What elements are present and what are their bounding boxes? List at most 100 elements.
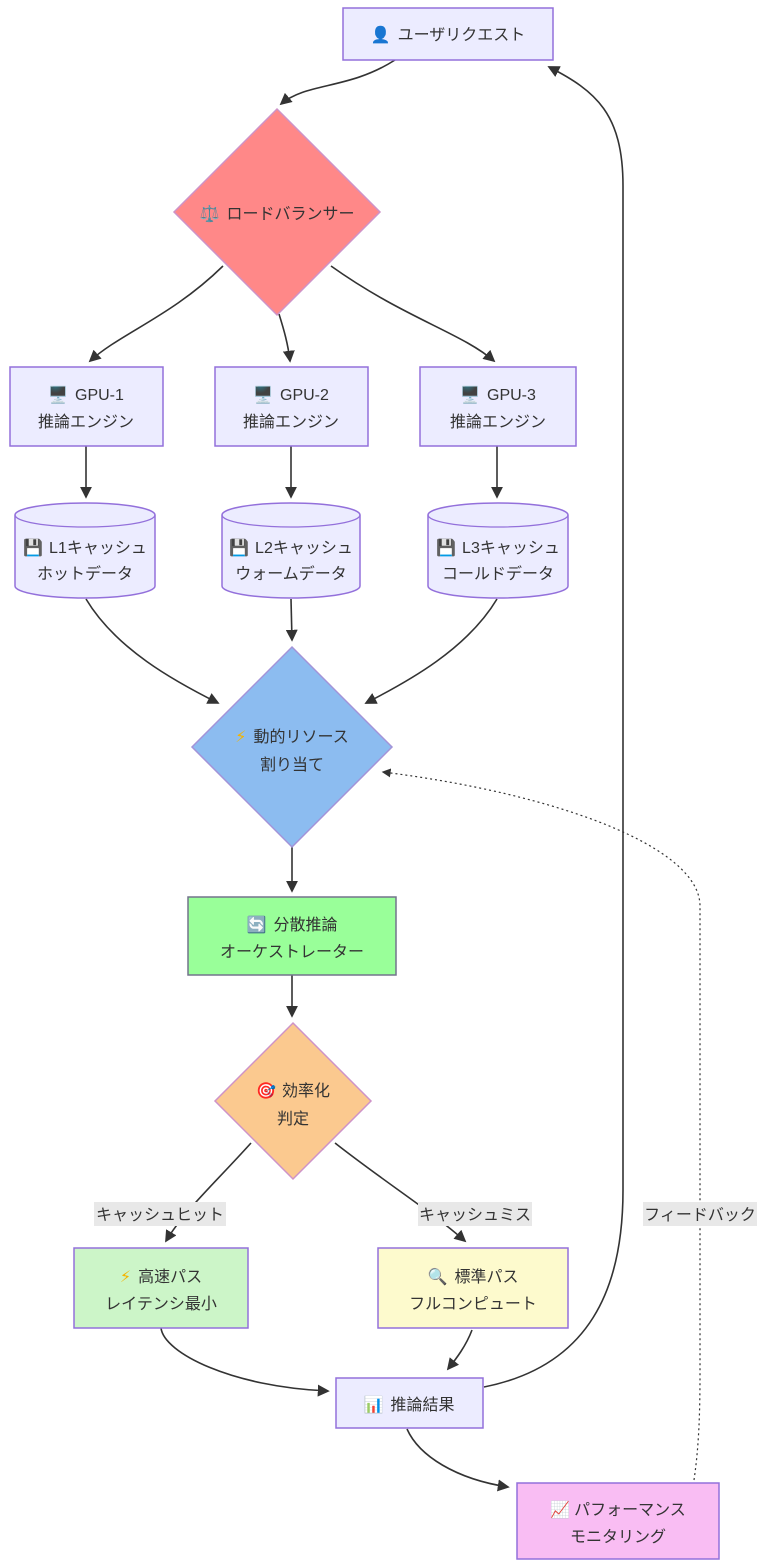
- node-gpu3: 🖥️GPU-3 推論エンジン: [419, 366, 577, 447]
- node-gpu1: 🖥️GPU-1 推論エンジン: [9, 366, 164, 447]
- node-load-balancer-shape: [172, 107, 382, 317]
- node-efficiency: 🎯効率化 判定: [213, 1021, 373, 1181]
- node-l2-cache-shape: [221, 502, 361, 599]
- node-load-balancer: ⚖️ロードバランサー: [172, 107, 382, 317]
- floppy-disk-icon: 💾: [23, 538, 43, 557]
- node-l1-cache-shape: [14, 502, 156, 599]
- node-l3-cache: 💾L3キャッシュ コールドデータ: [427, 502, 569, 599]
- node-std-path-line1: 🔍標準パス: [428, 1266, 519, 1286]
- edge-loadbalancer-to-gpu3: [330, 265, 496, 363]
- node-l3-cache-rim: [427, 514, 569, 528]
- node-gpu3-shape: [419, 366, 577, 447]
- node-perf-monitor-line2: モニタリング: [570, 1528, 666, 1546]
- node-gpu1-line1: 🖥️GPU-1: [48, 385, 124, 404]
- node-fast-path-shape: [73, 1247, 249, 1329]
- node-fast-path-line2: レイテンシ最小: [105, 1295, 217, 1313]
- arrows-cycle-icon: 🔄: [247, 915, 267, 934]
- edge-label-bg: [418, 1202, 532, 1226]
- edge-label-text: キャッシュヒット: [96, 1207, 224, 1224]
- node-result-label: 📊推論結果: [364, 1395, 455, 1414]
- node-perf-monitor: 📈パフォーマンス モニタリング: [516, 1482, 720, 1560]
- node-fast-path-line1: ⚡高速パス: [120, 1268, 202, 1286]
- edge-label-cache-hit: キャッシュヒット: [94, 1202, 226, 1226]
- edge-l2-to-resource: [285, 598, 298, 642]
- magnifier-icon: 🔍: [428, 1266, 448, 1286]
- node-resource-alloc-shape: [190, 645, 394, 849]
- edge-perfmonitor-to-resource-feedback: [381, 768, 701, 1481]
- node-l1-cache-rim: [14, 514, 156, 528]
- edge-efficiency-to-fastpath: [165, 1142, 252, 1243]
- monitor-icon: 🖥️: [460, 385, 480, 404]
- node-gpu3-line1: 🖥️GPU-3: [460, 385, 536, 404]
- edge-loadbalancer-to-gpu2: [278, 313, 295, 363]
- node-std-path-line2: フルコンピュート: [409, 1296, 537, 1313]
- node-resource-alloc-line2: 割り当て: [260, 756, 324, 774]
- node-orchestrator-shape: [187, 896, 397, 976]
- node-result-shape: [335, 1377, 484, 1429]
- bar-chart-icon: 📊: [364, 1395, 384, 1414]
- node-l2-cache-rim: [221, 514, 361, 528]
- edge-l3-to-resource: [364, 598, 498, 704]
- monitor-icon: 🖥️: [253, 385, 273, 404]
- edge-fastpath-to-result: [160, 1327, 330, 1397]
- node-load-balancer-label: ⚖️ロードバランサー: [200, 204, 355, 223]
- node-resource-alloc: ⚡動的リソース 割り当て: [190, 645, 394, 849]
- edge-label-bg: [94, 1202, 226, 1226]
- node-user-request-label: 👤ユーザリクエスト: [371, 25, 526, 44]
- scales-icon: ⚖️: [200, 204, 220, 223]
- node-l3-cache-shape: [427, 502, 569, 599]
- user-icon: 👤: [371, 25, 391, 44]
- node-l2-cache-line1: 💾L2キャッシュ: [229, 538, 353, 557]
- node-perf-monitor-shape: [516, 1482, 720, 1560]
- node-std-path: 🔍標準パス フルコンピュート: [377, 1247, 569, 1329]
- edge-label-text: フィードバック: [644, 1206, 756, 1224]
- node-gpu1-shape: [9, 366, 164, 447]
- node-gpu2-shape: [214, 366, 369, 447]
- node-efficiency-line1: 🎯効率化: [256, 1082, 330, 1100]
- edge-l1-to-resource: [85, 598, 220, 704]
- edge-result-to-perfmonitor: [406, 1428, 510, 1492]
- target-icon: 🎯: [256, 1082, 276, 1100]
- edge-label-cache-miss: キャッシュミス: [418, 1202, 532, 1226]
- chart-up-icon: 📈: [550, 1500, 570, 1519]
- node-l2-cache-line2: ウォームデータ: [235, 564, 347, 583]
- node-efficiency-shape: [213, 1021, 373, 1181]
- node-l2-cache: 💾L2キャッシュ ウォームデータ: [221, 502, 361, 599]
- node-efficiency-line2: 判定: [277, 1110, 309, 1128]
- edge-user-to-loadbalancer: [279, 59, 396, 106]
- node-gpu3-line2: 推論エンジン: [450, 413, 546, 431]
- edge-loadbalancer-to-gpu1: [88, 265, 224, 363]
- node-std-path-shape: [377, 1247, 569, 1329]
- node-orchestrator: 🔄分散推論 オーケストレーター: [187, 896, 397, 976]
- lightning-icon: ⚡: [120, 1269, 131, 1286]
- edge-efficiency-to-stdpath: [334, 1142, 467, 1243]
- node-l1-cache-line2: ホットデータ: [37, 564, 133, 583]
- node-result: 📊推論結果: [335, 1377, 484, 1429]
- floppy-disk-icon: 💾: [229, 538, 249, 557]
- node-l1-cache-line1: 💾L1キャッシュ: [23, 538, 147, 557]
- node-gpu2: 🖥️GPU-2 推論エンジン: [214, 366, 369, 447]
- node-gpu2-line1: 🖥️GPU-2: [253, 385, 329, 404]
- edge-label-bg: [643, 1202, 757, 1226]
- lightning-icon: ⚡: [235, 729, 246, 746]
- node-perf-monitor-line1: 📈パフォーマンス: [550, 1500, 686, 1519]
- node-gpu2-line2: 推論エンジン: [243, 413, 339, 431]
- node-l1-cache: 💾L1キャッシュ ホットデータ: [14, 502, 156, 599]
- edges: [80, 59, 701, 1492]
- node-l3-cache-line2: コールドデータ: [442, 564, 554, 583]
- node-l3-cache-line1: 💾L3キャッシュ: [436, 538, 560, 557]
- floppy-disk-icon: 💾: [436, 538, 456, 557]
- node-orchestrator-line2: オーケストレーター: [220, 943, 364, 961]
- edge-label-text: キャッシュミス: [419, 1207, 531, 1224]
- node-user-request: 👤ユーザリクエスト: [342, 7, 554, 61]
- node-resource-alloc-line1: ⚡動的リソース: [235, 728, 348, 746]
- node-orchestrator-line1: 🔄分散推論: [247, 915, 338, 934]
- monitor-icon: 🖥️: [48, 385, 68, 404]
- node-fast-path: ⚡高速パス レイテンシ最小: [73, 1247, 249, 1329]
- edge-result-to-user-loop: [483, 66, 624, 1388]
- node-user-request-shape: [342, 7, 554, 61]
- node-gpu1-line2: 推論エンジン: [38, 413, 134, 431]
- edge-label-feedback: フィードバック: [643, 1202, 757, 1226]
